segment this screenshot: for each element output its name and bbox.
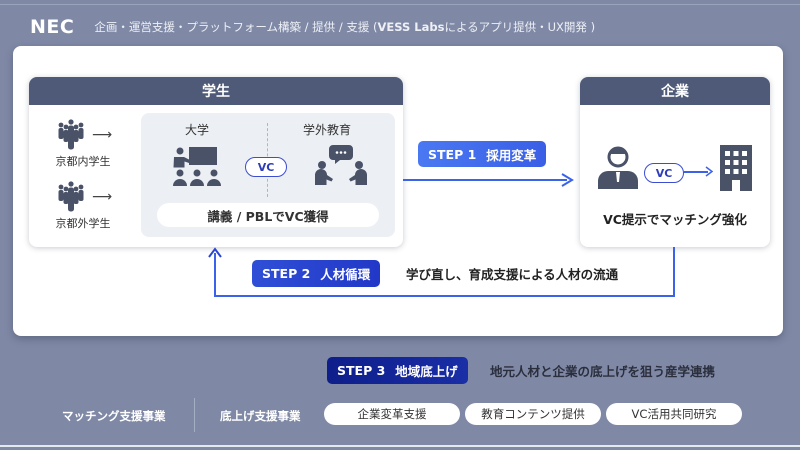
top-divider xyxy=(0,4,800,5)
people-group-icon xyxy=(58,119,84,150)
vc-badge: VC xyxy=(644,163,684,183)
students-box: 学生 ⟶ 京都内学生 xyxy=(29,77,403,247)
step2-flow-line-left xyxy=(214,253,216,297)
businessman-icon xyxy=(598,146,638,189)
step1-label: 採用変革 xyxy=(486,147,537,163)
step1-number: STEP 1 xyxy=(428,146,477,162)
student-group-label: 京都内学生 xyxy=(55,155,111,168)
students-box-title: 学生 xyxy=(29,77,403,105)
vc-badge: VC xyxy=(245,157,287,177)
chip-vc-joint-research[interactable]: VC活用共同研究 xyxy=(606,403,742,425)
arrow-right-icon: ⟶ xyxy=(91,189,113,205)
subtitle-suffix: によるアプリ提供・UX開発 ) xyxy=(444,20,596,34)
arrow-right-icon: ⟶ xyxy=(91,127,113,143)
education-area: 大学 学外教育 VC 講義 / PBLでVC獲得 xyxy=(141,113,395,237)
step2-description: 学び直し、育成支援による人材の流通 xyxy=(406,267,619,282)
lecture-classroom-icon xyxy=(173,147,221,186)
step2-label: 人材循環 xyxy=(320,267,371,282)
header-subtitle: 企画・運営支援・プラットフォーム構築 / 提供 / 支援 (VESS Labsに… xyxy=(94,19,595,35)
step1-flow-line xyxy=(403,179,567,181)
footer-divider xyxy=(194,398,195,432)
external-education-label: 学外教育 xyxy=(302,123,351,137)
step3-badge: STEP 3 地域底上げ xyxy=(327,357,468,384)
lecture-pbl-pill: 講義 / PBLでVC獲得 xyxy=(157,203,379,227)
step2-flow-line-bottom xyxy=(214,295,675,297)
office-building-icon xyxy=(720,145,752,191)
arrow-right-icon xyxy=(705,166,714,177)
step3-description: 地元人材と企業の底上げを狙う産学連携 xyxy=(490,364,716,379)
chip-education-content[interactable]: 教育コンテンツ提供 xyxy=(465,403,601,425)
chip-corporate-transformation[interactable]: 企業変革支援 xyxy=(324,403,460,425)
arrow-right-icon xyxy=(561,173,574,187)
page-header: NEC 企画・運営支援・プラットフォーム構築 / 提供 / 支援 (VESS L… xyxy=(30,14,595,40)
student-group-kyoto-outside: ⟶ 京都外学生 xyxy=(43,181,123,231)
student-group-kyoto-inside: ⟶ 京都内学生 xyxy=(43,119,123,169)
matching-support-label: マッチング支援事業 xyxy=(62,409,166,423)
student-group-label: 京都外学生 xyxy=(55,217,111,230)
people-group-icon xyxy=(58,181,84,212)
bottom-divider xyxy=(0,445,800,447)
step3-number: STEP 3 xyxy=(337,363,386,378)
companies-box-title: 企業 xyxy=(580,77,770,105)
step1-badge: STEP 1 採用変革 xyxy=(418,141,547,167)
vc-to-building-line xyxy=(684,171,708,173)
step3-label: 地域底上げ xyxy=(395,364,458,379)
company-caption: VC提示でマッチング強化 xyxy=(603,212,747,227)
step2-number: STEP 2 xyxy=(262,266,311,281)
nec-logo: NEC xyxy=(30,16,75,38)
subtitle-bold: VESS Labs xyxy=(377,20,445,34)
step2-flow-line-right xyxy=(673,247,675,297)
companies-box: 企業 VC VC提示でマッチング強化 xyxy=(580,77,770,247)
subtitle-prefix: 企画・運営支援・プラットフォーム構築 / 提供 / 支援 ( xyxy=(94,20,378,34)
uplift-support-label: 底上げ支援事業 xyxy=(220,409,301,423)
arrow-up-icon xyxy=(208,247,222,258)
step2-badge: STEP 2 人材循環 xyxy=(252,260,381,287)
university-label: 大学 xyxy=(184,123,209,137)
discussion-icon xyxy=(315,145,367,185)
